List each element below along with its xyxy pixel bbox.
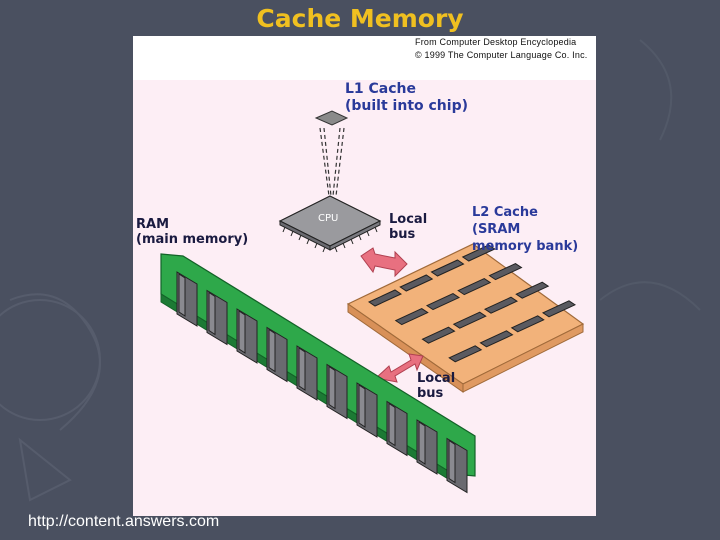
l2-sram-chip [541,300,577,318]
l2-sram-chip [515,281,550,299]
l2-sram-chip [425,293,461,311]
l2-sram-chip [399,274,434,292]
local-bus-top-line1: Local [389,212,428,227]
ram-chip-highlight [448,439,456,484]
l2-sram-chip [394,308,429,326]
l2-sram-chip [367,289,403,307]
bus-arrow-ram-l2 [374,353,424,383]
l1-cache-chip [314,110,349,197]
l2-sram-chip [479,330,514,348]
l2-cache-title: L2 Cache [472,205,538,220]
ram-chip-highlight [328,365,336,410]
l2-cache-line2: (SRAM [472,221,521,237]
ram-title: RAM [136,217,170,232]
ram-chip-highlight [238,310,246,354]
l2-sram-chip [430,259,465,277]
l2-sram-chip [421,326,456,344]
l2-cache-board [346,243,585,393]
ram-chip-highlight [208,291,216,336]
source-url: http://content.answers.com [28,513,220,530]
diagram-panel: From Computer Desktop Encyclopedia © 199… [133,36,596,516]
local-bus-label-top: Local bus [389,212,428,243]
l2-sram-chip [488,263,523,281]
local-bus-bottom-line1: Local [417,371,456,386]
l1-cache-title: L1 Cache [345,81,417,97]
ram-chip-highlight [358,384,366,428]
panel-header [133,36,596,80]
l2-sram-chip [448,345,483,363]
ram-chip-highlight [268,328,276,373]
ram-chip-group [176,271,468,494]
cpu-label: CPU [318,213,339,224]
ram-chip-highlight [418,421,426,465]
ram-chip-highlight [178,273,186,317]
l2-sram-chip [452,311,487,329]
l1-cache-label: L1 Cache (built into chip) [345,81,468,115]
l2-sram-chip [483,296,519,314]
l2-sram-chip [461,244,496,262]
l2-cache-line3: memory bank) [472,238,579,254]
credit-line-2: © 1999 The Computer Language Co. Inc. [415,50,588,60]
ram-subtitle: (main memory) [136,231,249,247]
l2-cache-label: L2 Cache (SRAM memory bank) [472,205,578,256]
credit-line-1: From Computer Desktop Encyclopedia [415,37,577,47]
local-bus-top-line2: bus [389,226,416,242]
cpu-chip [278,195,382,253]
diagram-graphics [160,110,585,494]
ram-chip-highlight [298,347,306,391]
bus-arrow-cpu-l2 [360,247,408,278]
l2-chip-group [367,244,577,363]
local-bus-bottom-line2: bus [417,385,444,401]
slide-title: Cache Memory [256,4,464,33]
l2-sram-chip [457,278,492,296]
ram-label: RAM (main memory) [136,217,249,248]
local-bus-label-bottom: Local bus [417,371,456,402]
ram-chip-highlight [388,402,396,447]
l2-sram-chip [510,315,545,333]
l1-cache-subtitle: (built into chip) [345,97,468,114]
